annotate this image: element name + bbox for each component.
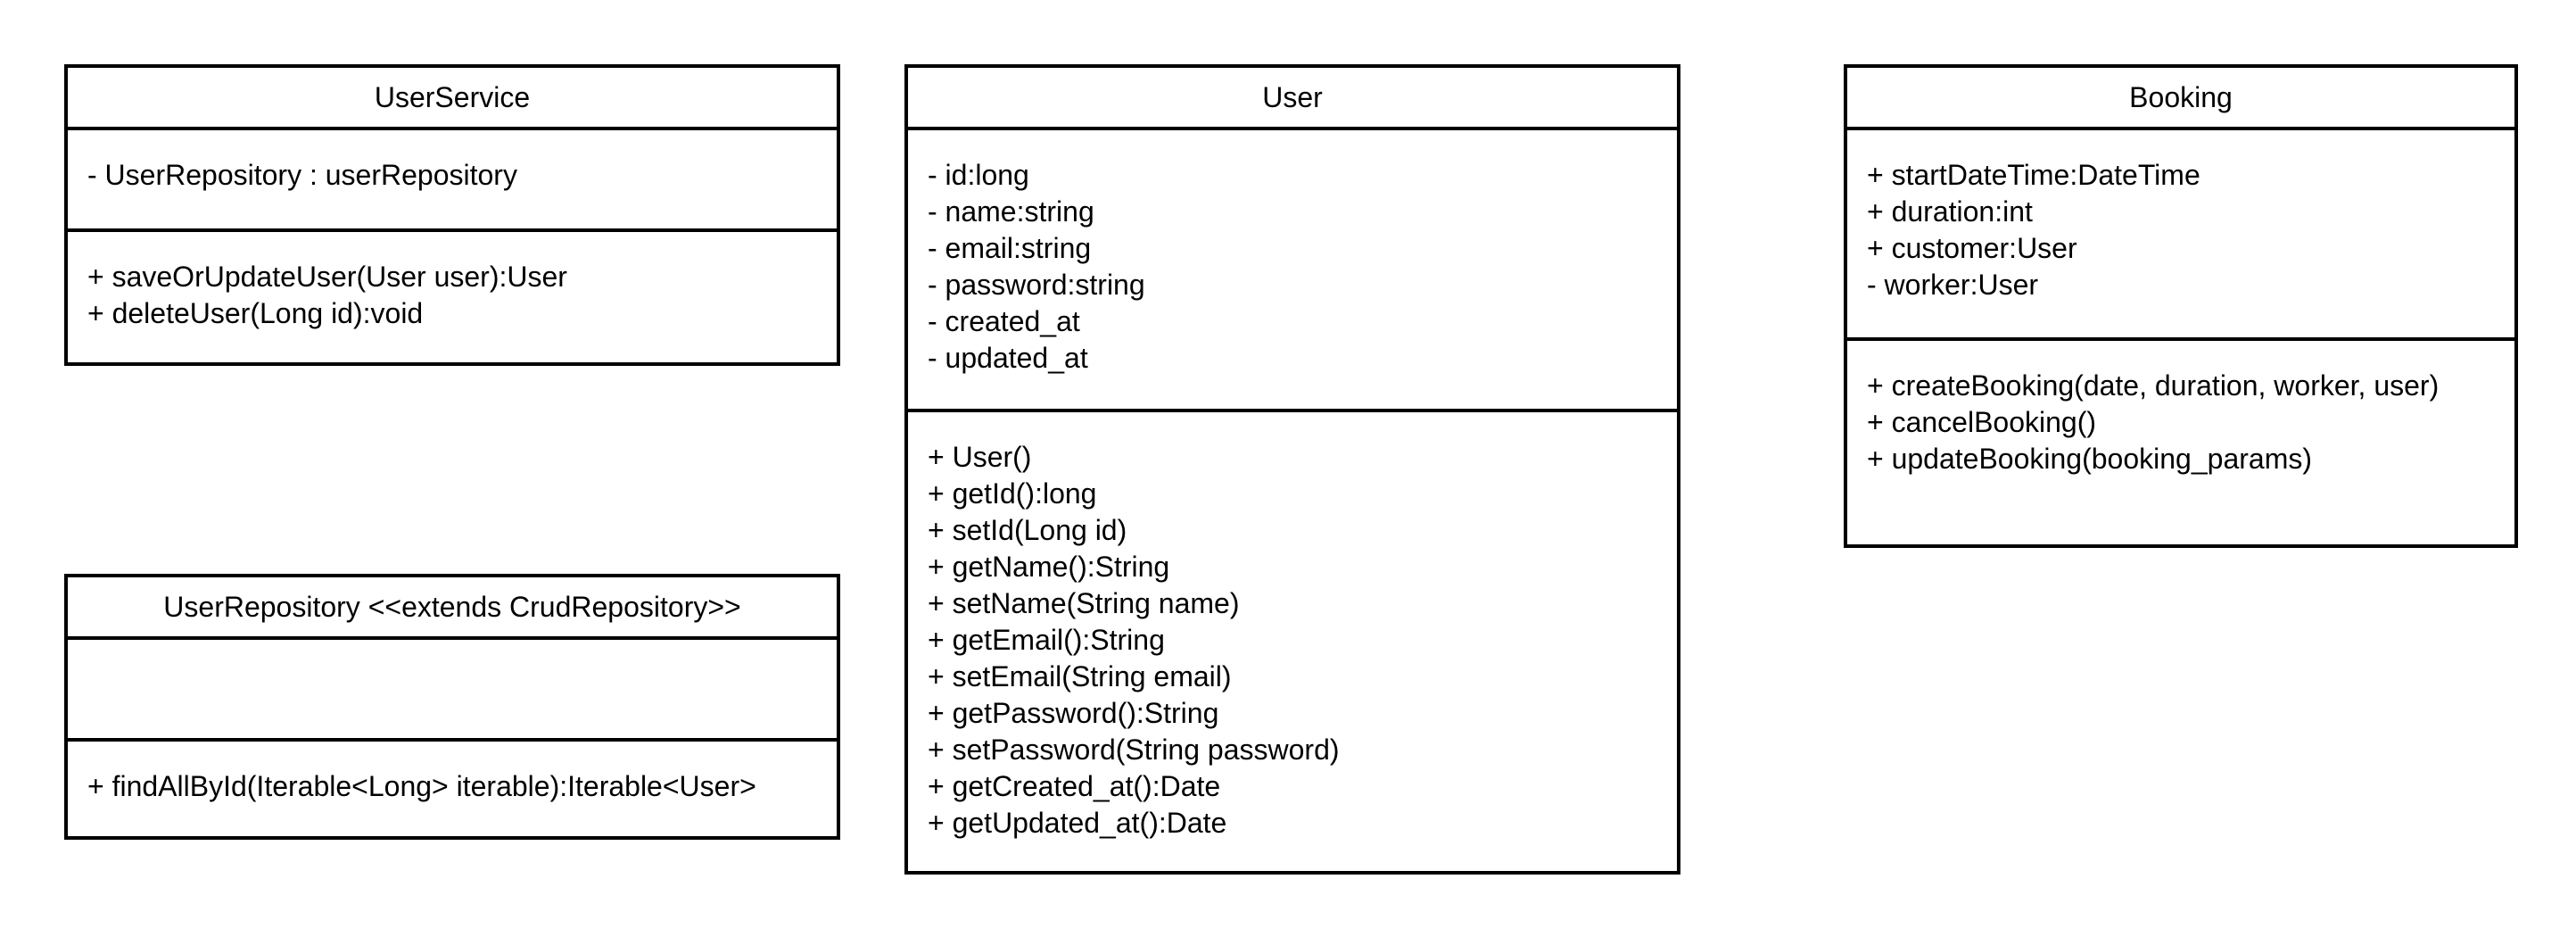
attribute: + startDateTime:DateTime bbox=[1867, 159, 2200, 191]
operations-section: + createBooking(date, duration, worker, … bbox=[1847, 341, 2514, 544]
class-name: UserService bbox=[68, 68, 837, 130]
attribute: - created_at bbox=[928, 305, 1080, 337]
class-box-booking: Booking + startDateTime:DateTime + durat… bbox=[1844, 64, 2518, 548]
operation: + getEmail():String bbox=[928, 624, 1165, 656]
operation: + getId():long bbox=[928, 477, 1097, 510]
attributes-section bbox=[68, 640, 837, 742]
operation: + User() bbox=[928, 441, 1032, 473]
class-box-user: User - id:long - name:string - email:str… bbox=[904, 64, 1680, 875]
operation: + getPassword():String bbox=[928, 697, 1219, 729]
class-name: Booking bbox=[1847, 68, 2514, 130]
attributes-section: - id:long - name:string - email:string -… bbox=[908, 130, 1677, 412]
operation: + getUpdated_at():Date bbox=[928, 807, 1227, 839]
operations-section: + User() + getId():long + setId(Long id)… bbox=[908, 412, 1677, 871]
operation: + createBooking(date, duration, worker, … bbox=[1867, 369, 2440, 402]
operation: + cancelBooking() bbox=[1867, 406, 2097, 438]
attribute: - password:string bbox=[928, 269, 1145, 301]
operation: + setId(Long id) bbox=[928, 514, 1127, 546]
attributes-section: - UserRepository : userRepository bbox=[68, 130, 837, 232]
class-name: User bbox=[908, 68, 1677, 130]
operation: + setPassword(String password) bbox=[928, 734, 1340, 766]
attribute: - email:string bbox=[928, 232, 1092, 264]
attribute: + duration:int bbox=[1867, 195, 2033, 228]
class-box-userrepository: UserRepository <<extends CrudRepository>… bbox=[64, 574, 840, 840]
operation: + setName(String name) bbox=[928, 587, 1240, 619]
operation: + getName():String bbox=[928, 551, 1170, 583]
operation: + updateBooking(booking_params) bbox=[1867, 443, 2312, 475]
attributes-section: + startDateTime:DateTime + duration:int … bbox=[1847, 130, 2514, 341]
attribute: - id:long bbox=[928, 159, 1029, 191]
class-box-userservice: UserService - UserRepository : userRepos… bbox=[64, 64, 840, 366]
class-name: UserRepository <<extends CrudRepository>… bbox=[68, 577, 837, 640]
attribute: - name:string bbox=[928, 195, 1094, 228]
attribute: + customer:User bbox=[1867, 232, 2077, 264]
operation: + saveOrUpdateUser(User user):User bbox=[87, 261, 567, 293]
attribute: - updated_at bbox=[928, 342, 1088, 374]
operation: + setEmail(String email) bbox=[928, 660, 1232, 692]
operation: + deleteUser(Long id):void bbox=[87, 297, 424, 329]
attribute: - UserRepository : userRepository bbox=[87, 159, 517, 191]
operation: + getCreated_at():Date bbox=[928, 770, 1221, 802]
operations-section: + saveOrUpdateUser(User user):User + del… bbox=[68, 232, 837, 362]
operation: + findAllById(Iterable<Long> iterable):I… bbox=[87, 770, 756, 802]
attribute: - worker:User bbox=[1867, 269, 2039, 301]
operations-section: + findAllById(Iterable<Long> iterable):I… bbox=[68, 742, 837, 836]
